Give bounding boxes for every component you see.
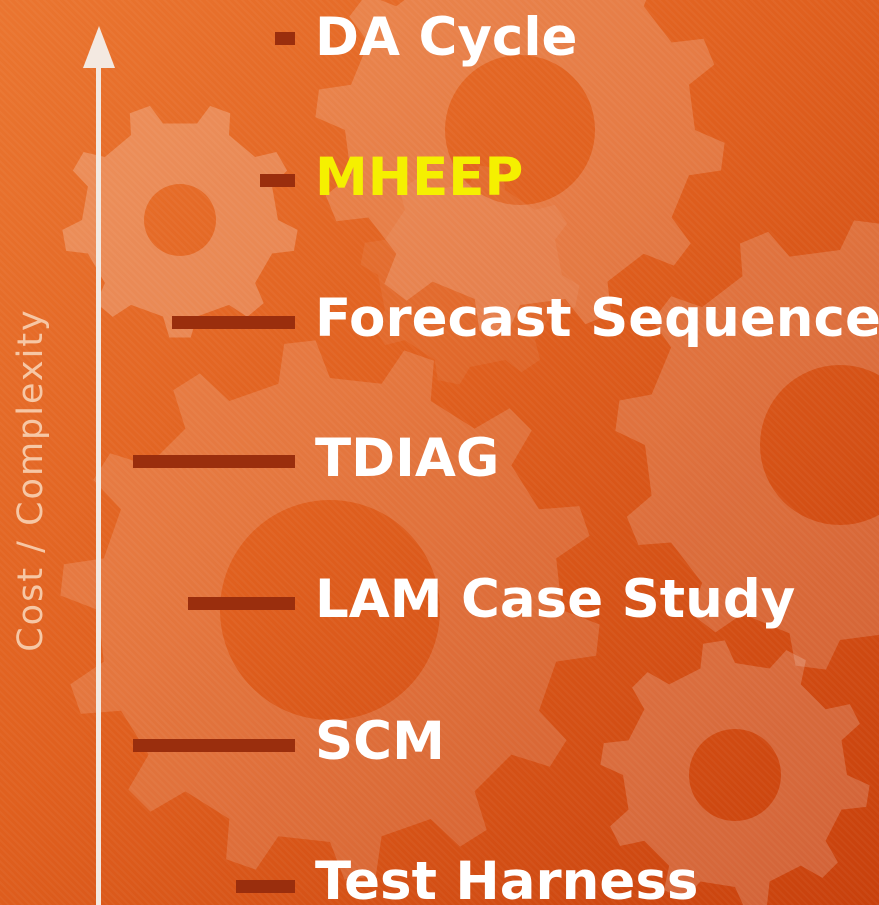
item-label-scm: SCM — [315, 711, 445, 772]
item-label-tdiag: TDIAG — [315, 428, 500, 489]
item-bar — [260, 174, 295, 187]
gear-icon — [600, 640, 870, 905]
item-bar — [236, 880, 295, 893]
item-label-da-cycle: DA Cycle — [315, 7, 578, 68]
axis-arrow-up-icon — [83, 26, 115, 68]
item-bar — [172, 316, 295, 329]
item-bar — [275, 32, 295, 45]
item-bar — [133, 455, 295, 468]
axis-line — [96, 60, 101, 905]
gear-icon — [315, 0, 725, 335]
item-bar — [133, 739, 295, 752]
gear-icon — [615, 220, 879, 670]
item-label-test-harness: Test Harness — [315, 851, 699, 905]
item-label-lam-case-study: LAM Case Study — [315, 569, 796, 630]
item-label-mheep: MHEEP — [315, 147, 524, 208]
gear-icon — [360, 165, 580, 385]
axis-label: Cost / Complexity — [11, 308, 51, 652]
gear-icon — [62, 105, 298, 338]
item-bar — [188, 597, 295, 610]
item-label-forecast-sequence: Forecast Sequence — [315, 288, 879, 349]
